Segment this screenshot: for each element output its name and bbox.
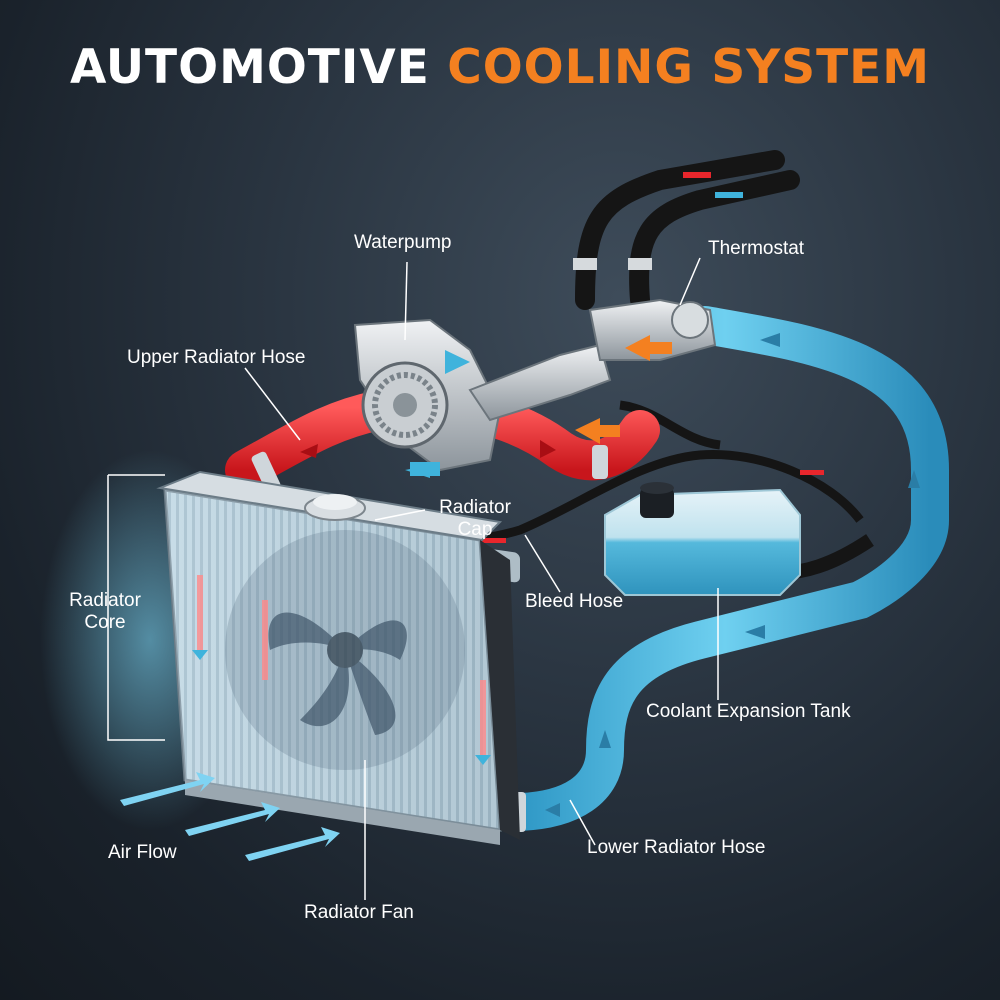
air-flow-arrows: [120, 772, 340, 861]
title-part-white: AUTOMOTIVE: [69, 40, 430, 95]
label-lower-radiator-hose: Lower Radiator Hose: [587, 837, 766, 858]
label-radiator-core: Radiator Core: [60, 590, 150, 634]
label-radiator-core-line1: Radiator: [69, 590, 141, 611]
label-radiator-core-line2: Core: [84, 612, 126, 633]
thermostat-housing: [575, 298, 717, 444]
label-coolant-expansion-tank: Coolant Expansion Tank: [646, 701, 851, 722]
page-title: AUTOMOTIVE COOLING SYSTEM: [0, 40, 1000, 95]
core-flow-arrows: [192, 575, 491, 765]
label-thermostat: Thermostat: [708, 238, 805, 259]
heater-hoses: [573, 150, 800, 310]
radiator-cap: [304, 494, 366, 521]
label-upper-radiator-hose: Upper Radiator Hose: [127, 347, 306, 368]
label-radiator-cap-line2: Cap: [457, 519, 493, 540]
coolant-expansion-tank: [604, 482, 801, 596]
leader-lines: [107, 257, 719, 900]
waterpump-assembly: [353, 318, 612, 478]
radiator-fan: [225, 530, 465, 770]
label-bleed-hose: Bleed Hose: [525, 591, 624, 612]
title-part-orange: COOLING SYSTEM: [447, 40, 931, 95]
label-radiator-cap-line1: Radiator: [439, 497, 511, 518]
lower-radiator-hose: [501, 306, 949, 831]
label-radiator-fan: Radiator Fan: [304, 902, 414, 923]
upper-hose-flow-arrows: [300, 440, 556, 458]
lower-hose-flow-arrows: [545, 333, 920, 817]
label-radiator-cap: Radiator Cap: [430, 497, 520, 541]
label-waterpump: Waterpump: [354, 232, 452, 253]
label-air-flow: Air Flow: [108, 842, 177, 863]
